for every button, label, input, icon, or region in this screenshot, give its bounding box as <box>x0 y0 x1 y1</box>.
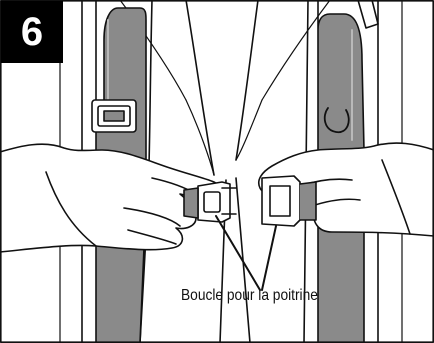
chest-buckle-female <box>262 176 316 226</box>
left-strap-adjuster <box>92 100 136 132</box>
step-number-badge: 6 <box>1 1 63 63</box>
chest-buckle-label: Boucle pour la poitrine <box>181 287 318 305</box>
